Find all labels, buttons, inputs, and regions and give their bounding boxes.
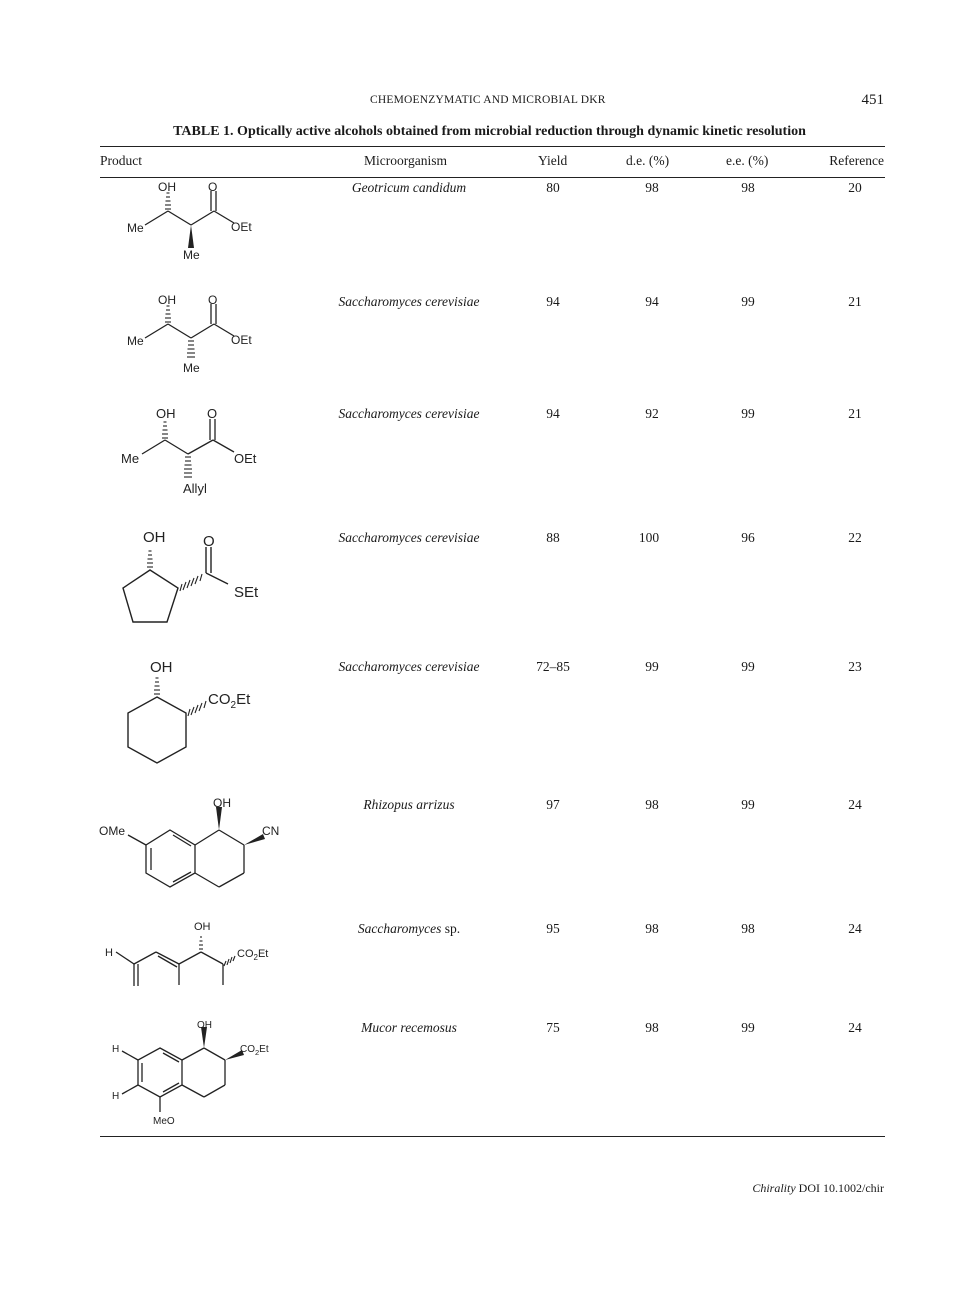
structure-2-me-bottom: Me	[183, 361, 200, 375]
structure-4-o: O	[203, 533, 215, 550]
row-yield: 97	[546, 797, 560, 812]
structure-4-oh: OH	[143, 529, 166, 546]
row-reference: 24	[848, 797, 862, 812]
structure-1-oh: OH	[158, 180, 176, 194]
structure-7-h: H	[105, 947, 113, 959]
row-organism: Mucor recemosus	[361, 1020, 457, 1035]
header-microorganism: Microorganism	[364, 153, 447, 168]
structure-2-oh: OH	[158, 293, 176, 307]
structure-1-me-bottom: Me	[183, 248, 200, 262]
row-yield: 94	[546, 406, 560, 421]
structure-6-cn: CN	[262, 824, 279, 838]
row-de: 98	[645, 797, 659, 812]
row-reference: 24	[848, 1020, 862, 1035]
row-ee: 96	[741, 530, 755, 545]
structure-4-set: SEt	[234, 584, 259, 601]
row-organism-suffix: sp.	[441, 921, 461, 936]
row-reference: 21	[848, 406, 862, 421]
row-de: 92	[645, 406, 659, 421]
structure-7-oh: OH	[194, 921, 211, 933]
row-ee: 98	[741, 180, 755, 195]
row-ee: 98	[741, 921, 755, 936]
structure-3-me: Me	[121, 451, 139, 466]
header-product: Product	[100, 153, 142, 168]
structure-8: OH H H CO2Et MeO	[105, 1015, 295, 1130]
structure-6: OH OMe CN	[95, 793, 295, 893]
header-de: d.e. (%)	[626, 153, 670, 168]
row-de: 94	[645, 294, 659, 309]
row-yield: 75	[546, 1020, 560, 1035]
table-header-rule	[100, 177, 885, 178]
structure-8-meo: MeO	[153, 1116, 175, 1127]
row-organism: Saccharomyces cerevisiae	[338, 659, 480, 674]
row-yield: 95	[546, 921, 560, 936]
structure-7: OH H CO2Et	[100, 915, 300, 995]
row-reference: 23	[848, 659, 862, 674]
structure-8-co2et: CO2Et	[240, 1044, 269, 1057]
structure-1-oet: OEt	[231, 220, 252, 234]
structure-6-ome: OMe	[99, 824, 125, 838]
row-de: 98	[645, 1020, 659, 1035]
row-ee: 99	[741, 1020, 755, 1035]
structure-8-oh: OH	[197, 1020, 212, 1031]
structure-2-me: Me	[127, 334, 144, 348]
row-ee: 99	[741, 294, 755, 309]
structure-5: OH CO2Et	[110, 654, 280, 769]
table-top-rule	[100, 146, 885, 147]
page-footer: Chirality DOI 10.1002/chir	[752, 1181, 884, 1196]
row-organism: Rhizopus arrizus	[363, 797, 455, 812]
structure-8-h-top: H	[112, 1044, 119, 1055]
row-yield: 80	[546, 180, 560, 195]
structure-7-co2et: CO2Et	[237, 948, 268, 962]
row-reference: 22	[848, 530, 862, 545]
page-number: 451	[861, 92, 885, 108]
structure-3: OH O Me OEt Allyl	[110, 402, 280, 502]
structure-4: OH O SEt	[110, 525, 280, 630]
row-reference: 20	[848, 180, 862, 195]
footer-journal: Chirality	[752, 1181, 796, 1195]
row-yield: 72–85	[536, 659, 570, 674]
row-organism: Saccharomyces cerevisiae	[338, 530, 480, 545]
header-ee: e.e. (%)	[726, 153, 769, 168]
row-yield: 94	[546, 294, 560, 309]
row-ee: 99	[741, 659, 755, 674]
structure-5-oh: OH	[150, 659, 173, 676]
row-organism: Saccharomyces cerevisiae	[338, 406, 480, 421]
structure-3-oet: OEt	[234, 451, 257, 466]
row-de: 99	[645, 659, 659, 674]
structure-1-o: O	[208, 180, 217, 194]
row-de: 98	[645, 921, 659, 936]
row-organism-genus: Saccharomyces	[357, 921, 442, 936]
table-bottom-rule	[100, 1136, 885, 1137]
structure-3-oh: OH	[156, 406, 176, 421]
running-head: CHEMOENZYMATIC AND MICROBIAL DKR	[370, 94, 606, 106]
table-caption: TABLE 1. Optically active alcohols obtai…	[173, 124, 806, 139]
structure-5-co2et: CO2Et	[208, 691, 251, 711]
row-organism: Geotricum candidum	[351, 180, 467, 195]
header-yield: Yield	[538, 153, 568, 168]
structure-8-h-bottom: H	[112, 1091, 119, 1102]
row-organism: Saccharomyces cerevisiae	[338, 294, 480, 309]
row-de: 100	[638, 530, 660, 545]
row-ee: 99	[741, 406, 755, 421]
row-de: 98	[645, 180, 659, 195]
structure-3-allyl: Allyl	[183, 481, 207, 496]
structure-2-oet: OEt	[231, 333, 252, 347]
structure-1-me: Me	[127, 221, 144, 235]
structure-3-o: O	[207, 406, 217, 421]
structure-6-oh: OH	[213, 796, 231, 810]
header-reference: Reference	[829, 153, 884, 168]
footer-doi: DOI 10.1002/chir	[795, 1181, 884, 1195]
structure-2: OH O Me OEt Me	[110, 291, 270, 381]
row-reference: 24	[848, 921, 862, 936]
structure-2-o: O	[208, 293, 217, 307]
row-yield: 88	[546, 530, 560, 545]
structure-1: OH O Me OEt Me	[110, 178, 270, 268]
row-ee: 99	[741, 797, 755, 812]
row-reference: 21	[848, 294, 862, 309]
row-organism: Saccharomyces sp.	[358, 921, 460, 937]
